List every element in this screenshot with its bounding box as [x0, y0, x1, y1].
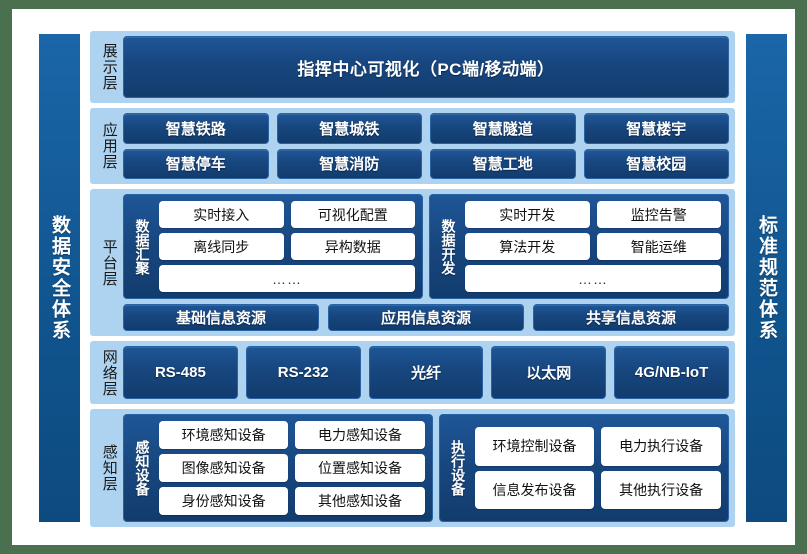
app-item-smart-campus[interactable]: 智慧校园 — [583, 148, 729, 179]
data-aggregation-grid: 实时接入 可视化配置 离线同步 异构数据 …… — [159, 201, 415, 292]
sensor-item-other[interactable]: 其他感知设备 — [295, 487, 425, 515]
application-grid: 智慧铁路 智慧城铁 智慧隧道 智慧楼宇 智慧停车 智慧消防 智慧工地 智慧校园 — [123, 113, 729, 179]
dev-item-monitoring-alarm[interactable]: 监控告警 — [596, 201, 721, 228]
app-item-smart-railway[interactable]: 智慧铁路 — [123, 113, 269, 144]
band-sensing-layer: 感知层 感知设备 环境感知设备 电力感知设备 图像感知设备 位置感知设备 身份感… — [90, 409, 735, 527]
band-network-layer: 网络层 RS-485 RS-232 光纤 以太网 4G/NB-IoT — [90, 341, 735, 404]
network-item-fiber[interactable]: 光纤 — [368, 346, 484, 399]
sensor-item-power[interactable]: 电力感知设备 — [295, 421, 425, 449]
agg-item-realtime-ingest[interactable]: 实时接入 — [159, 201, 284, 228]
app-item-smart-building[interactable]: 智慧楼宇 — [583, 113, 729, 144]
dev-item-more[interactable]: …… — [465, 265, 721, 292]
actuator-item-environment-control[interactable]: 环境控制设备 — [474, 427, 595, 466]
app-item-smart-metro[interactable]: 智慧城铁 — [276, 113, 422, 144]
layer-name-network: 网络层 — [100, 348, 118, 397]
data-development-grid: 实时开发 监控告警 算法开发 智能运维 …… — [465, 201, 721, 292]
band-display-layer: 展示层 指挥中心可视化（PC端/移动端） — [90, 31, 735, 103]
agg-item-more[interactable]: …… — [159, 265, 415, 292]
network-item-4g-nbiot[interactable]: 4G/NB-IoT — [614, 346, 729, 399]
display-layer-body: 指挥中心可视化（PC端/移动端） — [123, 36, 729, 98]
platform-resources: 基础信息资源 应用信息资源 共享信息资源 — [123, 304, 729, 331]
platform-group-title-data-aggregation: 数据汇聚 — [134, 218, 151, 275]
left-pillar-label: 数据安全体系 — [49, 215, 71, 341]
band-platform-layer: 平台层 数据汇聚 实时接入 可视化配置 离线同步 异构数据 …… — [90, 189, 735, 336]
sensing-groups: 感知设备 环境感知设备 电力感知设备 图像感知设备 位置感知设备 身份感知设备 … — [123, 414, 729, 522]
app-item-smart-parking[interactable]: 智慧停车 — [123, 148, 269, 179]
dev-item-intelligent-ops[interactable]: 智能运维 — [596, 233, 721, 260]
right-pillar-standard-spec: 标准规范体系 — [745, 33, 788, 523]
network-item-rs232[interactable]: RS-232 — [245, 346, 361, 399]
app-item-smart-construction[interactable]: 智慧工地 — [430, 148, 576, 179]
platform-layer-body: 数据汇聚 实时接入 可视化配置 离线同步 异构数据 …… 数据开发 — [123, 194, 729, 331]
resource-shared-info[interactable]: 共享信息资源 — [533, 304, 729, 331]
app-item-smart-tunnel[interactable]: 智慧隧道 — [430, 113, 576, 144]
platform-group-data-development: 数据开发 实时开发 监控告警 算法开发 智能运维 …… — [429, 194, 729, 299]
sensor-grid: 环境感知设备 电力感知设备 图像感知设备 位置感知设备 身份感知设备 其他感知设… — [159, 421, 425, 515]
sensing-group-actuators: 执行设备 环境控制设备 电力执行设备 信息发布设备 其他执行设备 — [438, 414, 729, 522]
agg-item-heterogeneous-data[interactable]: 异构数据 — [290, 233, 415, 260]
platform-group-data-aggregation: 数据汇聚 实时接入 可视化配置 离线同步 异构数据 …… — [123, 194, 423, 299]
network-item-ethernet[interactable]: 以太网 — [491, 346, 607, 399]
layer-name-sensing: 感知层 — [100, 444, 118, 492]
actuator-grid: 环境控制设备 电力执行设备 信息发布设备 其他执行设备 — [474, 421, 721, 515]
network-item-rs485[interactable]: RS-485 — [123, 346, 238, 399]
right-pillar-label: 标准规范体系 — [756, 215, 778, 341]
network-layer-body: RS-485 RS-232 光纤 以太网 4G/NB-IoT — [123, 346, 729, 399]
sensor-item-environment[interactable]: 环境感知设备 — [159, 421, 289, 449]
sensor-item-image[interactable]: 图像感知设备 — [159, 454, 289, 482]
resource-basic-info[interactable]: 基础信息资源 — [123, 304, 319, 331]
actuator-item-other[interactable]: 其他执行设备 — [601, 470, 721, 509]
actuator-item-info-release[interactable]: 信息发布设备 — [474, 470, 595, 509]
band-application-layer: 应用层 智慧铁路 智慧城铁 智慧隧道 智慧楼宇 智慧停车 智慧消防 智慧工地 智… — [90, 108, 735, 184]
display-command-center-bar[interactable]: 指挥中心可视化（PC端/移动端） — [123, 36, 729, 98]
diagram-canvas: 数据安全体系 标准规范体系 展示层 指挥中心可视化（PC端/移动端） 应用层 智… — [12, 9, 795, 545]
network-grid: RS-485 RS-232 光纤 以太网 4G/NB-IoT — [123, 346, 729, 399]
layer-name-display: 展示层 — [100, 43, 118, 91]
platform-groups: 数据汇聚 实时接入 可视化配置 离线同步 异构数据 …… 数据开发 — [123, 194, 729, 299]
sensing-group-title-actuators: 执行设备 — [450, 440, 467, 496]
dev-item-algorithm-development[interactable]: 算法开发 — [465, 233, 590, 260]
sensor-item-location[interactable]: 位置感知设备 — [295, 454, 425, 482]
platform-group-title-data-development: 数据开发 — [440, 218, 457, 275]
dev-item-realtime-development[interactable]: 实时开发 — [465, 201, 590, 228]
agg-item-visual-config[interactable]: 可视化配置 — [290, 201, 415, 228]
layer-stack: 展示层 指挥中心可视化（PC端/移动端） 应用层 智慧铁路 智慧城铁 智慧隧道 … — [90, 31, 735, 527]
agg-item-offline-sync[interactable]: 离线同步 — [159, 233, 284, 260]
sensing-layer-body: 感知设备 环境感知设备 电力感知设备 图像感知设备 位置感知设备 身份感知设备 … — [123, 414, 729, 522]
actuator-item-power-execution[interactable]: 电力执行设备 — [601, 427, 721, 466]
left-pillar-data-security: 数据安全体系 — [38, 33, 81, 523]
sensing-group-sensors: 感知设备 环境感知设备 电力感知设备 图像感知设备 位置感知设备 身份感知设备 … — [123, 414, 433, 522]
sensor-item-identity[interactable]: 身份感知设备 — [159, 487, 289, 515]
sensing-group-title-sensors: 感知设备 — [134, 440, 151, 496]
resource-application-info[interactable]: 应用信息资源 — [328, 304, 524, 331]
application-layer-body: 智慧铁路 智慧城铁 智慧隧道 智慧楼宇 智慧停车 智慧消防 智慧工地 智慧校园 — [123, 113, 729, 179]
app-item-smart-firefighting[interactable]: 智慧消防 — [276, 148, 422, 179]
layer-name-platform: 平台层 — [100, 238, 118, 287]
layer-name-application: 应用层 — [100, 122, 118, 170]
